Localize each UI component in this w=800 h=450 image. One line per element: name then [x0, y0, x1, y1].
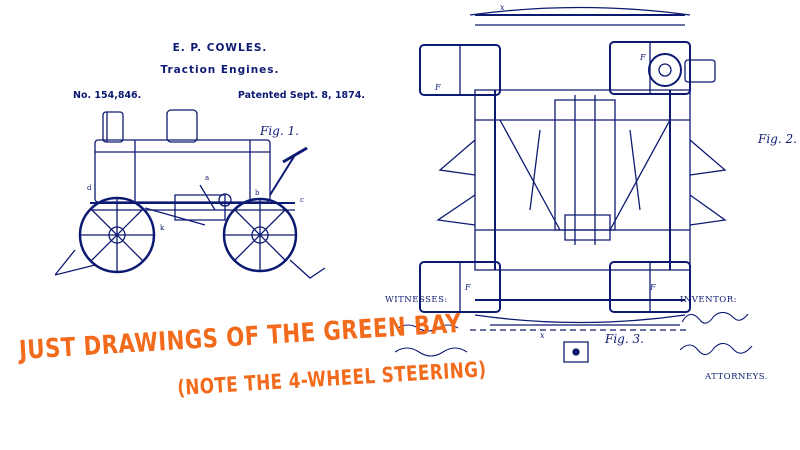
svg-text:b: b [255, 189, 260, 197]
svg-text:F: F [464, 283, 471, 292]
patent-subject: Traction Engines. [160, 64, 280, 76]
svg-text:a: a [205, 174, 209, 182]
traction-engine-side-elevation: d b c k a [55, 20, 385, 282]
attorneys-label: ATTORNEYS. [705, 372, 769, 382]
svg-text:x: x [540, 331, 545, 340]
svg-text:F: F [434, 83, 441, 92]
svg-text:k: k [160, 224, 165, 232]
figure-2-label: Fig. 2. [758, 132, 797, 146]
patent-drawing-plan-view: x x F F F F Fig. 2. Fig. 3. WITNESSES: I… [380, 0, 800, 400]
svg-text:d: d [87, 184, 92, 192]
svg-text:F: F [639, 53, 646, 62]
svg-text:F: F [649, 283, 656, 292]
patent-date: Patented Sept. 8, 1874. [237, 90, 365, 101]
traction-engine-plan-view: x x F F F F [380, 3, 800, 400]
patent-number: No. 154,846. [73, 90, 142, 101]
patent-inventor: E. P. COWLES. [172, 42, 268, 54]
figure-3-label: Fig. 3. [605, 332, 644, 346]
inventor-label: INVENTOR: [680, 295, 737, 305]
handwritten-signatures [380, 0, 800, 400]
svg-text:c: c [300, 196, 304, 204]
patent-drawing-side-view: E. P. COWLES. Traction Engines. No. 154,… [55, 20, 385, 282]
witnesses-label: WITNESSES: [385, 295, 448, 305]
figure-1-label: Fig. 1. [260, 124, 299, 138]
svg-text:x: x [500, 3, 505, 12]
